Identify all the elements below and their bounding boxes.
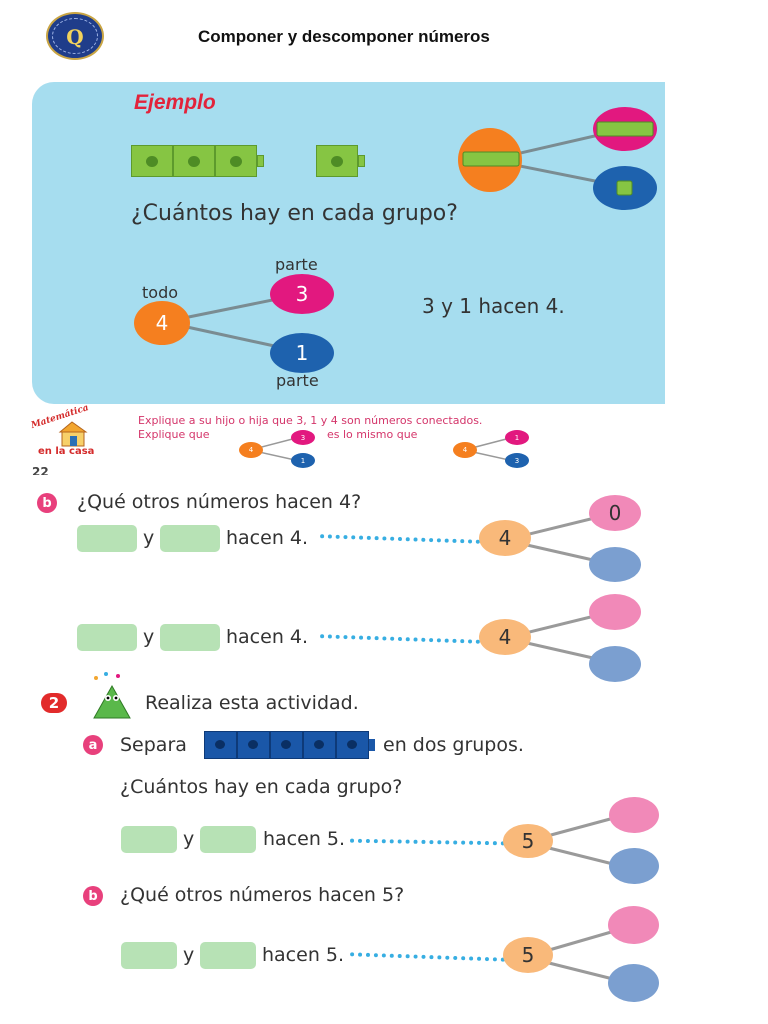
section-a-badge: a [83,735,103,755]
green-cube [173,145,215,177]
answer-box[interactable] [121,942,177,969]
blue-cube [270,731,303,759]
logo-ring [52,18,98,54]
example-panel [32,82,665,404]
cube-connector [257,155,264,167]
mini-bond-2-whole: 4 [453,442,477,458]
sum-text: hacen 4. [226,527,309,549]
whole-circle: 4 [479,520,531,556]
green-cube [316,145,358,177]
section-b-badge: b [37,493,57,513]
and-word: y [143,626,155,648]
example-heading: Ejemplo [134,91,216,114]
part-top-circle[interactable] [589,594,641,630]
whole-value: 5 [521,943,535,967]
activity-title: Realiza esta actividad. [145,692,359,714]
dotted-connector [349,952,506,966]
answer-box[interactable] [77,525,137,552]
example-question: ¿Cuántos hay en cada grupo? [131,201,458,226]
part-top-value: 0 [608,501,622,525]
whole-value: 4 [155,311,169,335]
whole-circle: 5 [503,937,553,973]
blue-cube [336,731,369,759]
page-number-fragment: 22 [32,465,49,475]
example-sentence: 3 y 1 hacen 4. [422,294,565,318]
mini-bond-1-bottom: 1 [291,453,315,468]
part-bottom-value: 1 [295,341,309,365]
part-label-top: parte [275,255,318,274]
math-at-home-logo [32,418,112,460]
blue-cube [204,731,237,759]
sum-text: hacen 5. [263,828,346,850]
sum-text: hacen 4. [226,626,309,648]
section-b2-question: ¿Qué otros números hacen 5? [120,884,405,906]
and-word: y [183,944,195,966]
section-b2-badge: b [83,886,103,906]
two-groups-text: en dos grupos. [383,734,524,756]
mini-bond-1-whole: 4 [239,442,263,458]
sum-text: hacen 5. [262,944,345,966]
math-at-home-subtitle: en la casa [38,446,95,457]
answer-box[interactable] [121,826,177,853]
mini-bond-1-top: 3 [291,430,315,445]
and-word: y [143,527,155,549]
school-logo: Q [46,12,104,60]
green-cube [131,145,173,177]
whole-circle: 5 [503,824,553,858]
separate-text: Separa [120,734,187,756]
logo-letter: Q [66,25,84,49]
home-note-line2a: Explique que [138,428,210,441]
part-bottom-circle[interactable] [589,646,641,682]
dotted-connector [319,634,481,648]
activity-number: 2 [41,693,67,713]
blue-cube [303,731,336,759]
mini-bond-2-bottom: 3 [505,453,529,468]
part-top-circle: 3 [270,274,334,314]
answer-box[interactable] [160,624,220,651]
part-top-value: 3 [295,282,309,306]
part-bottom-circle[interactable] [589,547,641,582]
answer-box[interactable] [200,942,256,969]
monster-icon [93,672,131,719]
answer-box[interactable] [200,826,256,853]
page-title: Componer y descomponer números [198,27,490,46]
answer-box[interactable] [77,624,137,651]
green-cube [215,145,257,177]
cube-connector [369,739,375,751]
part-bottom-circle[interactable] [608,964,659,1002]
part-label-bottom: parte [276,371,319,390]
whole-value: 5 [521,829,535,853]
dotted-connector [319,534,481,548]
part-bottom-circle[interactable] [609,848,659,884]
and-word: y [183,828,195,850]
part-top-circle[interactable] [608,906,659,944]
house-icon [58,421,88,447]
mini-bond-2-top: 1 [505,430,529,445]
part-bottom-circle: 1 [270,333,334,373]
answer-box[interactable] [160,525,220,552]
whole-label: todo [142,283,179,302]
part-top-circle[interactable]: 0 [589,495,641,531]
groups-question: ¿Cuántos hay en cada grupo? [120,776,403,798]
whole-value: 4 [498,625,512,649]
whole-circle: 4 [134,301,190,345]
whole-value: 4 [498,526,512,550]
home-note-line2b: es lo mismo que [327,428,418,441]
home-note-line1: Explique a su hijo o hija que 3, 1 y 4 s… [138,414,483,427]
blue-cube [237,731,270,759]
dotted-connector [349,838,506,850]
section-b-question: ¿Qué otros números hacen 4? [77,491,362,513]
cube-connector [358,155,365,167]
part-top-circle[interactable] [609,797,659,833]
cube-bond-diagram [458,107,657,210]
whole-circle: 4 [479,619,531,655]
